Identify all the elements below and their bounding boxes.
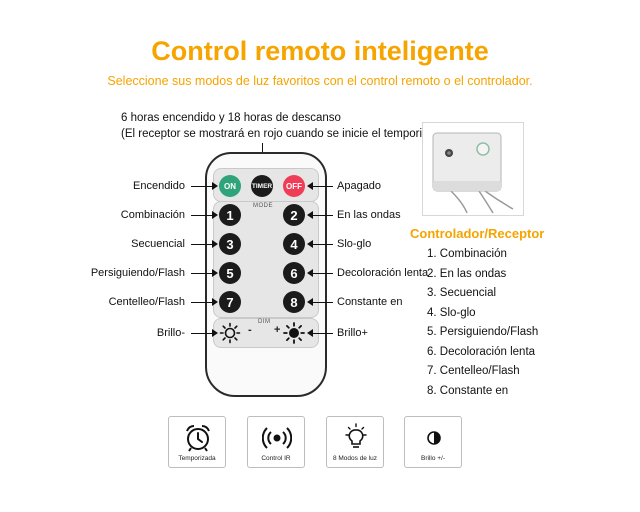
timer-button[interactable]: TIMER xyxy=(251,175,273,197)
pointer-line xyxy=(313,186,333,187)
controller-photo xyxy=(422,122,524,216)
pointer-line xyxy=(191,186,213,187)
mode-button-4[interactable]: 4 xyxy=(283,233,305,255)
list-item: 8. Constante en xyxy=(427,384,509,397)
page-subtitle: Seleccione sus modos de luz favoritos co… xyxy=(107,74,533,88)
minus-sign: - xyxy=(248,324,252,336)
label-secuencial: Secuencial xyxy=(131,238,185,250)
list-item: 7. Centelleo/Flash xyxy=(427,365,520,377)
sun-outline-icon xyxy=(219,322,241,344)
arrow-right-icon xyxy=(212,211,218,219)
feature-label: 8 Modos de luz xyxy=(332,455,378,462)
off-button[interactable]: OFF xyxy=(283,175,305,197)
list-item: 2. En las ondas xyxy=(427,267,507,280)
pointer-line xyxy=(191,273,213,274)
mode-button-6[interactable]: 6 xyxy=(283,262,305,284)
arrow-left-icon xyxy=(307,240,313,248)
label-brillo-minus: Brillo- xyxy=(156,327,185,339)
brightness-icon xyxy=(427,431,441,445)
feature-brightness: Brillo +/- xyxy=(404,416,462,468)
arrow-right-icon xyxy=(212,182,218,190)
list-item: 6. Decoloración lenta xyxy=(427,345,536,358)
arrow-left-icon xyxy=(307,298,313,306)
pointer-line xyxy=(313,273,333,274)
pointer-line xyxy=(313,215,333,216)
arrow-right-icon xyxy=(212,329,218,337)
plus-sign: + xyxy=(274,324,281,336)
feature-label: Brillo +/- xyxy=(420,455,446,462)
ir-signal-icon xyxy=(262,427,292,449)
feature-modes: 8 Modos de luz xyxy=(326,416,384,468)
pointer-line xyxy=(313,333,333,334)
brightness-down-button[interactable] xyxy=(219,322,241,344)
controller-title: Controlador/Receptor xyxy=(410,226,545,241)
arrow-left-icon xyxy=(307,182,313,190)
timer-note-line2: (El receptor se mostrará en rojo cuando … xyxy=(121,128,455,140)
feature-label: Control IR xyxy=(261,455,291,462)
arrow-left-icon xyxy=(307,269,313,277)
feature-ir: Control IR xyxy=(247,416,305,468)
brightness-up-button[interactable] xyxy=(283,322,305,344)
mode-button-8[interactable]: 8 xyxy=(283,291,305,313)
arrow-left-icon xyxy=(307,211,313,219)
pointer-line xyxy=(191,302,213,303)
feature-timer: Temporizada xyxy=(168,416,226,468)
dim-label: DIM xyxy=(258,319,271,325)
timer-note-line1: 6 horas encendido y 18 horas de descanso xyxy=(121,112,341,124)
sun-filled-icon xyxy=(283,322,305,344)
label-constante: Constante en xyxy=(337,296,403,308)
label-brillo-plus: Brillo+ xyxy=(337,327,368,339)
label-persiguiendo: Persiguiendo/Flash xyxy=(90,267,185,279)
on-button[interactable]: ON xyxy=(219,175,241,197)
mode-label: MODE xyxy=(253,203,273,209)
arrow-left-icon xyxy=(307,329,313,337)
pointer-line xyxy=(313,302,333,303)
mode-button-7[interactable]: 7 xyxy=(219,291,241,313)
label-combinacion: Combinación xyxy=(120,209,185,221)
label-encendido: Encendido xyxy=(133,180,185,192)
arrow-right-icon xyxy=(212,269,218,277)
label-en-las-ondas: En las ondas xyxy=(337,209,401,221)
label-slo-glo: Slo-glo xyxy=(337,238,372,250)
label-apagado: Apagado xyxy=(337,180,382,192)
list-item: 5. Persiguiendo/Flash xyxy=(427,326,539,338)
mode-button-3[interactable]: 3 xyxy=(219,233,241,255)
list-item: 1. Combinación xyxy=(427,248,507,260)
label-decoloracion: Decoloración lenta xyxy=(337,267,429,279)
controller-mode-list: 1. Combinación 2. En las ondas 3. Secuen… xyxy=(427,245,538,401)
list-item: 3. Secuencial xyxy=(427,287,497,299)
arrow-right-icon xyxy=(212,240,218,248)
pointer-line xyxy=(313,244,333,245)
mode-button-2[interactable]: 2 xyxy=(283,204,305,226)
pointer-line xyxy=(191,333,213,334)
arrow-right-icon xyxy=(212,298,218,306)
mode-button-5[interactable]: 5 xyxy=(219,262,241,284)
alarm-clock-icon xyxy=(186,425,210,452)
pointer-line xyxy=(191,244,213,245)
light-bulb-icon xyxy=(345,423,367,448)
receiver-device-icon xyxy=(432,132,514,214)
page-title: Control remoto inteligente xyxy=(151,36,489,66)
mode-button-1[interactable]: 1 xyxy=(219,204,241,226)
label-centelleo: Centelleo/Flash xyxy=(108,296,185,308)
list-item: 4. Slo-glo xyxy=(427,306,476,319)
feature-label: Temporizada xyxy=(178,455,216,462)
pointer-line xyxy=(191,215,213,216)
